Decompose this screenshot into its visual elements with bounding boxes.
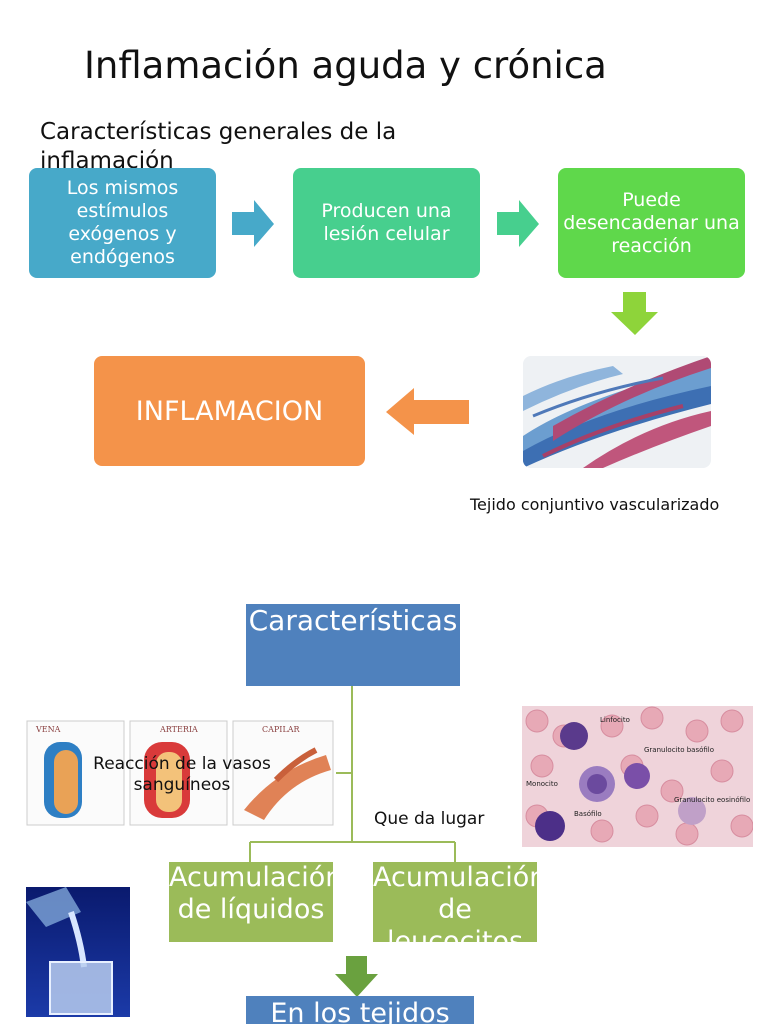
flow-box-lesion-text: Producen una lesión celular — [321, 200, 452, 245]
liquids-box: Acumulación de líquidos — [169, 862, 333, 942]
tissues-box: En los tejidos — [246, 996, 474, 1024]
connective-tissue-image — [523, 356, 711, 468]
cell-label-linfocito: Linfocito — [600, 716, 630, 724]
page-subtitle: Características generales de la inflamac… — [40, 119, 397, 170]
flow-box-reaction-text: Puede desencadenar una reacción — [563, 188, 740, 257]
characteristics-box: Características — [246, 604, 460, 686]
blood-cells-image: Linfocito Granulocito basófilo Monocito … — [522, 706, 753, 847]
water-glass-image — [26, 887, 130, 1017]
page-title: Inflamación aguda y crónica — [84, 44, 607, 87]
flow-box-stimuli-text: Los mismos estímulos exógenos y endógeno… — [66, 177, 179, 268]
blood-vessels-image: VENA ARTERIA CAPILAR — [26, 720, 336, 826]
vessel-type-capilar: CAPILAR — [262, 725, 300, 734]
arrow-right-icon — [232, 200, 274, 247]
vessel-type-vena: VENA — [36, 725, 61, 734]
leukocytes-box: Acumulación de leucocitos — [373, 862, 537, 942]
arrow-down-icon — [335, 956, 378, 997]
cell-label-eosinofilo: Granulocito eosinófilo — [674, 796, 751, 804]
vessels-label: Reacción de la vasos sanguíneos — [93, 754, 271, 795]
tissue-caption: Tejido conjuntivo vascularizado — [470, 495, 720, 514]
flow-box-reaction: Puede desencadenar una reacción — [558, 168, 745, 278]
arrow-right-icon — [497, 200, 539, 247]
flow-box-lesion: Producen una lesión celular — [293, 168, 480, 278]
cell-label-monocito: Monocito — [526, 780, 558, 788]
flow-box-stimuli: Los mismos estímulos exógenos y endógeno… — [29, 168, 216, 278]
arrow-down-icon — [611, 292, 658, 335]
arrow-left-icon — [386, 388, 469, 435]
inflamacion-text: INFLAMACION — [135, 395, 324, 427]
vessel-type-arteria: ARTERIA — [160, 725, 198, 734]
cell-label-basofilo-granulocito: Granulocito basófilo — [644, 746, 715, 754]
inflamacion-box: INFLAMACION — [94, 356, 365, 466]
connector-label: Que da lugar — [374, 809, 485, 829]
cell-label-basofilo: Basófilo — [574, 810, 602, 818]
